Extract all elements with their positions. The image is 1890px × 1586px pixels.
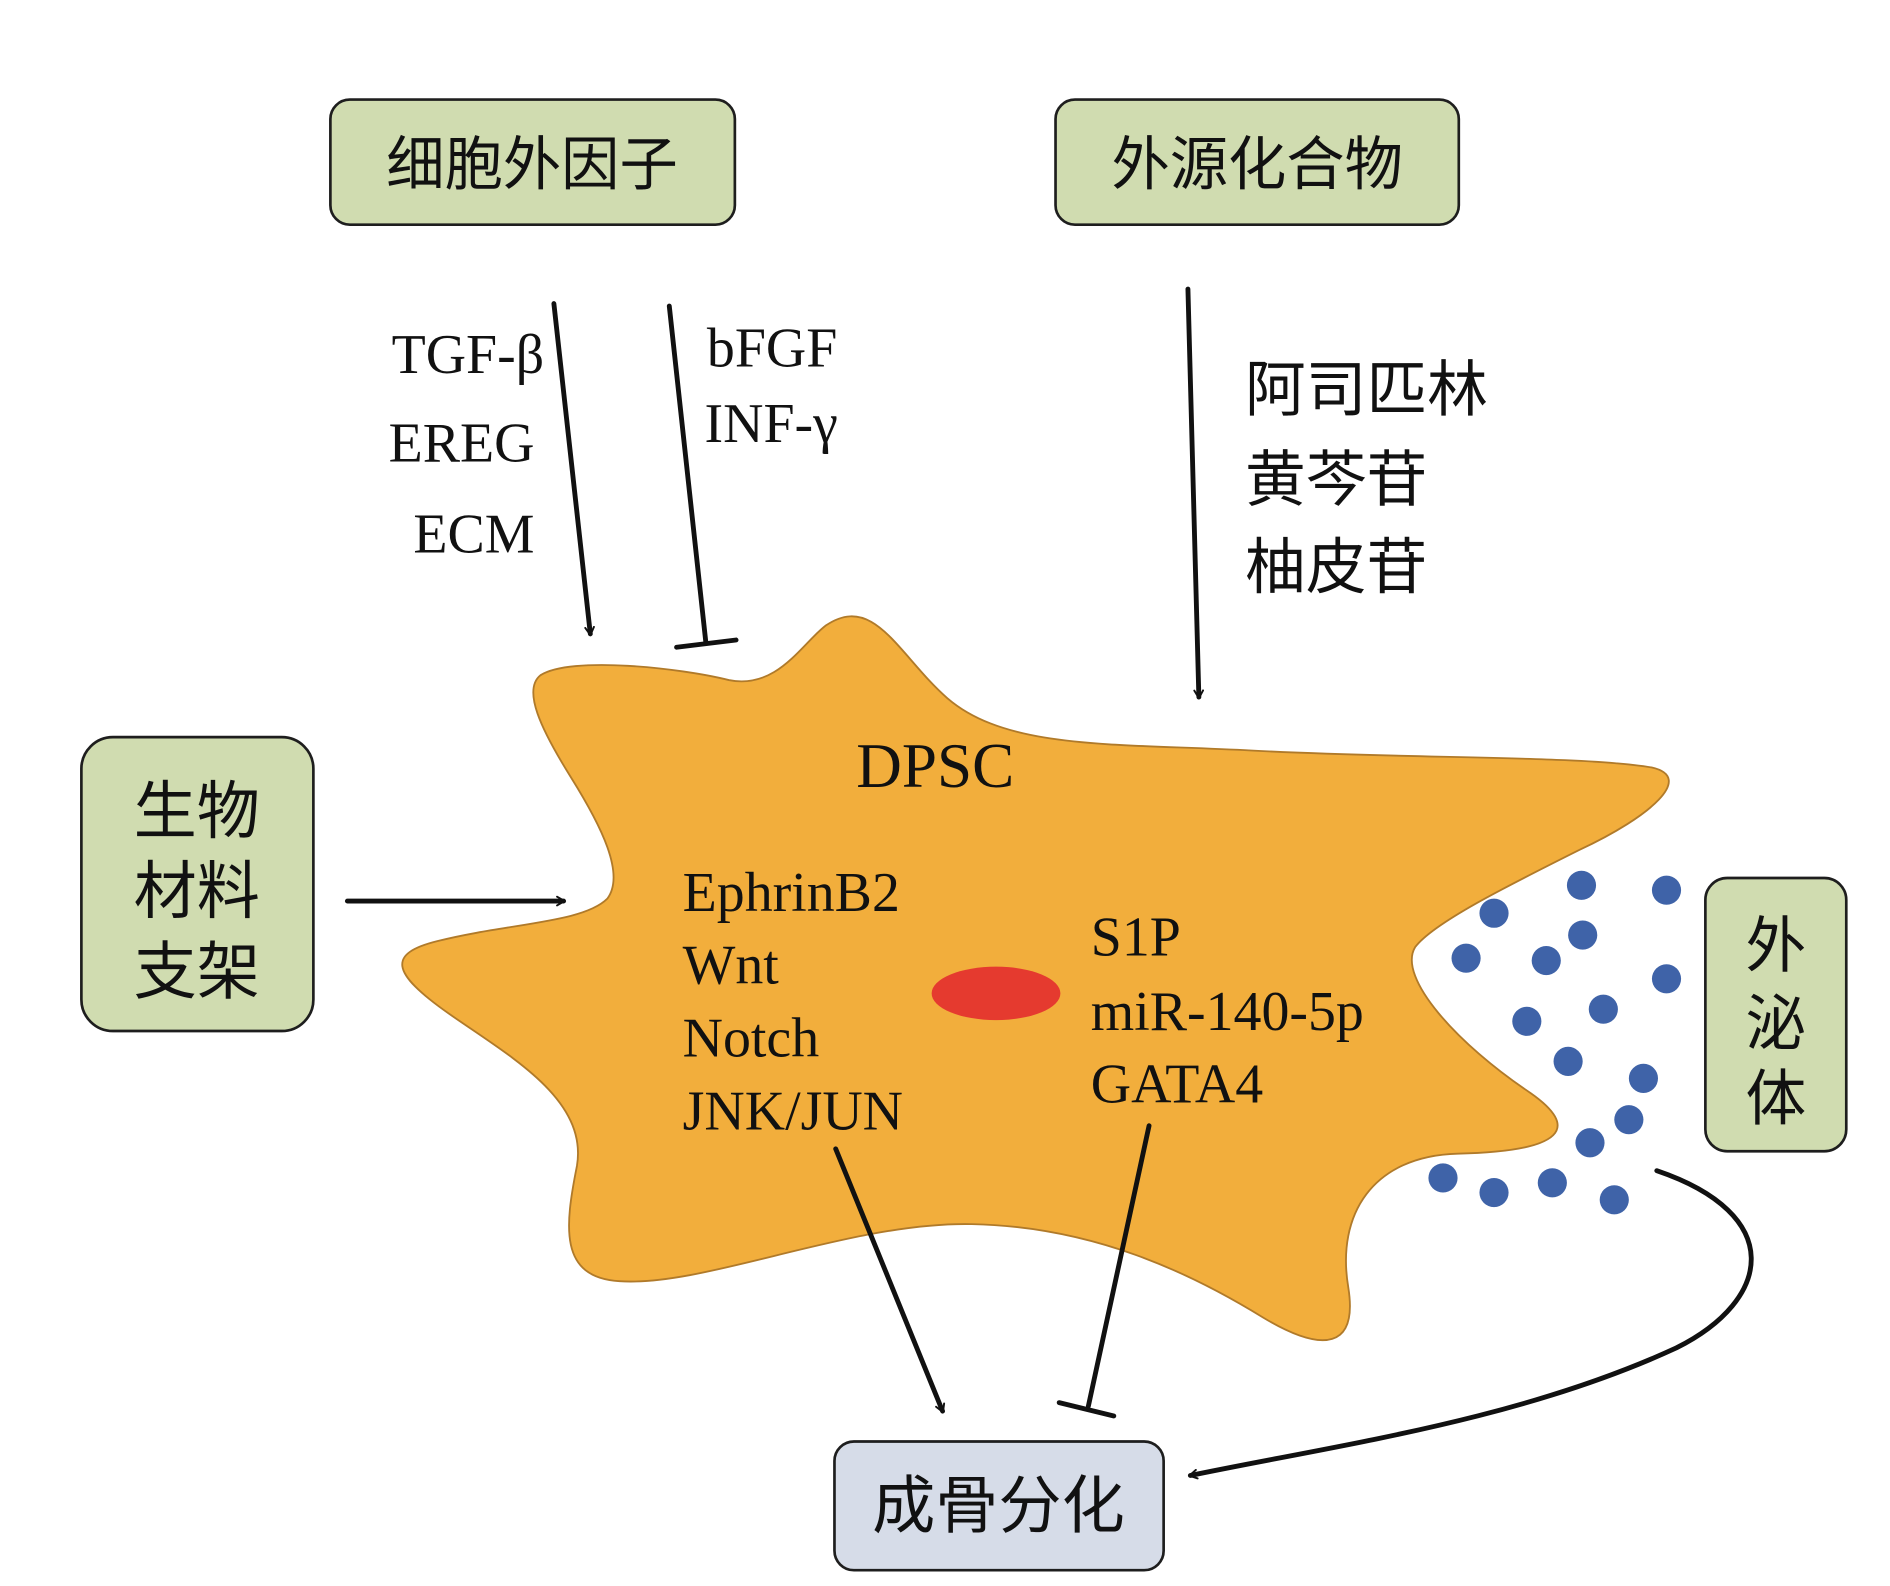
- vesicle: [1568, 920, 1598, 950]
- inhibit-bar-extracellular: [674, 637, 739, 650]
- vesicle: [1575, 1128, 1605, 1158]
- factor-bfgf: bFGF: [707, 318, 837, 380]
- inhibit-line-extracellular: [666, 303, 709, 644]
- biomaterial-scaffold-box: 生物 材料 支架: [80, 735, 315, 1033]
- compounds-list: 阿司匹林 黄芩苷 柚皮苷: [1245, 355, 1488, 602]
- vesicle: [1553, 1046, 1583, 1076]
- activate-arrow-compounds: [1185, 286, 1205, 700]
- exosome-label-line-1: 外: [1745, 912, 1806, 982]
- exogenous-compounds-label: 外源化合物: [1111, 131, 1402, 199]
- activate-arrow-extracellular: [551, 301, 595, 637]
- inhibit-line-pathways: [1085, 1123, 1152, 1409]
- pathway-wnt: Wnt: [683, 935, 780, 997]
- factor-ecm: ECM: [413, 504, 534, 566]
- extracellular-factors-box: 细胞外因子: [329, 98, 737, 226]
- compound-naringin: 柚皮苷: [1245, 533, 1427, 603]
- compound-aspirin: 阿司匹林: [1245, 355, 1488, 425]
- vesicle: [1531, 946, 1561, 976]
- vesicle: [1479, 898, 1509, 928]
- exosome-vesicles: [1428, 870, 1682, 1215]
- vesicle: [1651, 875, 1682, 905]
- factor-ereg: EREG: [389, 412, 535, 474]
- scaffold-label-line-2: 材料: [134, 854, 260, 928]
- scaffold-label-line-3: 支架: [134, 934, 260, 1008]
- extracellular-factors-label: 细胞外因子: [386, 131, 677, 199]
- vesicle: [1537, 1168, 1567, 1198]
- inhibiting-factors-list: bFGF INF-γ: [704, 318, 837, 455]
- pathway-mir-140-5p: miR-140-5p: [1091, 981, 1364, 1043]
- pathway-s1p: S1P: [1091, 907, 1181, 969]
- pathway-jnk-jun: JNK/JUN: [683, 1080, 903, 1142]
- vesicle: [1566, 870, 1597, 900]
- inhibiting-pathways-list: S1P miR-140-5p GATA4: [1091, 907, 1364, 1116]
- activate-arrow-pathways: [833, 1146, 946, 1414]
- pathway-gata4: GATA4: [1091, 1054, 1263, 1116]
- exosome-label-line-3: 体: [1745, 1065, 1806, 1135]
- exosome-label-line-2: 泌: [1745, 989, 1806, 1059]
- osteogenic-differentiation-box: 成骨分化: [833, 1440, 1165, 1572]
- vesicle: [1428, 1163, 1458, 1193]
- activate-arrow-exosomes: [1187, 1168, 1754, 1480]
- osteogenic-differentiation-label: 成骨分化: [872, 1469, 1125, 1543]
- vesicle: [1628, 1063, 1659, 1093]
- vesicle: [1599, 1185, 1629, 1215]
- vesicle: [1614, 1105, 1644, 1135]
- promoting-factors-list: TGF-β EREG ECM: [389, 324, 545, 566]
- factor-tgf-beta: TGF-β: [392, 324, 545, 386]
- vesicle: [1512, 1006, 1542, 1036]
- exosome-box: 外 泌 体: [1704, 876, 1848, 1153]
- pathway-notch: Notch: [683, 1008, 820, 1070]
- factor-inf-gamma: INF-γ: [704, 393, 837, 455]
- vesicle: [1479, 1177, 1509, 1208]
- cell-label: DPSC: [856, 731, 1014, 801]
- exogenous-compounds-box: 外源化合物: [1054, 98, 1461, 226]
- pathway-ephrinb2: EphrinB2: [683, 862, 900, 924]
- vesicle: [1451, 943, 1481, 973]
- promoting-pathways-list: EphrinB2 Wnt Notch JNK/JUN: [683, 862, 903, 1143]
- scaffold-label-line-1: 生物: [134, 774, 260, 848]
- vesicle: [1651, 964, 1682, 994]
- vesicle: [1588, 994, 1618, 1024]
- compound-baicalin: 黄芩苷: [1245, 445, 1427, 515]
- nucleus: [931, 966, 1061, 1021]
- inhibit-bar-pathways: [1056, 1400, 1117, 1419]
